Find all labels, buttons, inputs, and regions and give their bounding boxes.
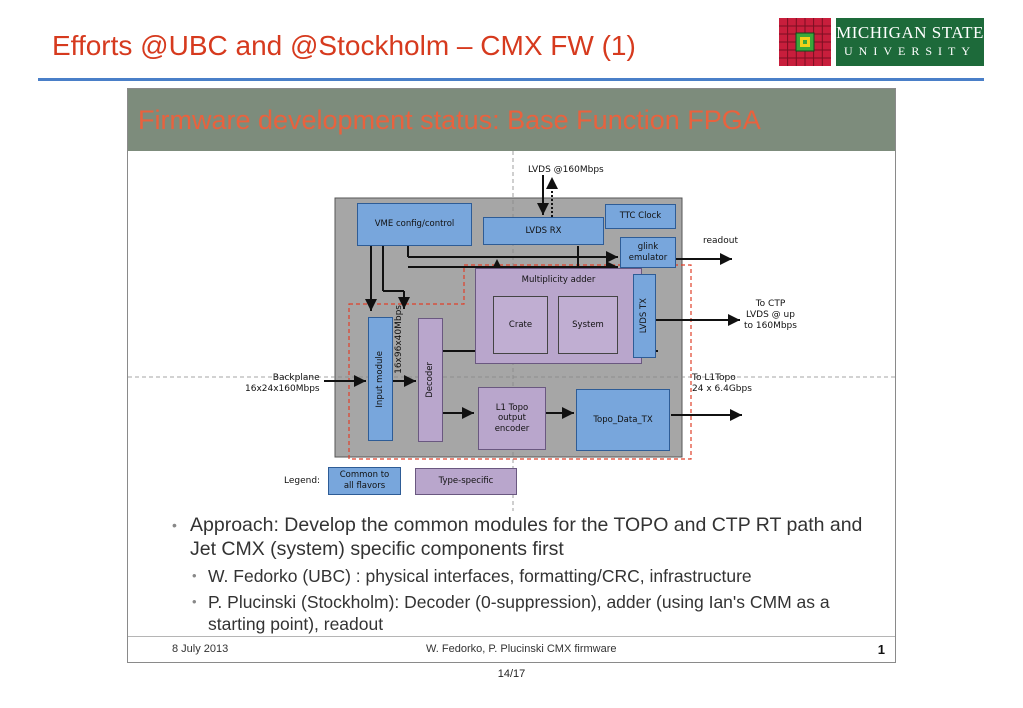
bus-width-label: 16x96x40Mbps (394, 305, 408, 385)
msu-wordmark-logo: MICHIGAN STATE UNIVERSITY (836, 18, 984, 66)
legend-type-specific-swatch: Type-specific (415, 468, 517, 495)
page-number: 14/17 (497, 668, 526, 680)
slide-header: Firmware development status: Base Functi… (128, 89, 895, 151)
type-specific-region (348, 264, 692, 460)
legend-label: Legend: (284, 476, 321, 486)
page-title: Efforts @UBC and @Stockholm – CMX FW (1) (52, 30, 636, 61)
system-block: System (558, 296, 618, 354)
backplane-label: Backplane 16x24x160Mbps (245, 373, 320, 394)
fpga-block-diagram: LVDS @160Mbps VME config/control LVDS RX… (128, 151, 895, 511)
footer-date: 8 July 2013 (172, 643, 229, 655)
embedded-slide: Firmware development status: Base Functi… (127, 88, 896, 663)
glink-emulator-block: glink emulator (620, 237, 676, 268)
lvds-tx-label: LVDS TX (639, 298, 650, 334)
footer-authors: W. Fedorko, P. Plucinski CMX firmware (426, 643, 617, 655)
input-module-label: Input module (375, 350, 386, 408)
to-l1topo-label: To L1Topo 24 x 6.4Gbps (692, 373, 752, 394)
bus-width-text: 16x96x40Mbps (394, 305, 404, 374)
logo-line1: MICHIGAN STATE (836, 23, 984, 42)
lvds-tx-block: LVDS TX (633, 274, 656, 358)
l1topo-encoder-block: L1 Topo output encoder (478, 387, 546, 450)
bullet-fedorko: W. Fedorko (UBC) : physical interfaces, … (172, 565, 872, 587)
legend-common-swatch: Common to all flavors (328, 467, 401, 495)
title-rule (38, 78, 984, 81)
multiplicity-adder-label: Multiplicity adder (521, 275, 596, 285)
msu-seal-logo (779, 18, 831, 66)
slide-number: 1 (877, 642, 885, 657)
lvds-rx-block: LVDS RX (483, 217, 604, 245)
bullet-list: Approach: Develop the common modules for… (172, 513, 872, 635)
topo-data-tx-block: Topo_Data_TX (576, 389, 670, 451)
logo-line2: UNIVERSITY (844, 44, 976, 58)
bullet-plucinski: P. Plucinski (Stockholm): Decoder (0-sup… (172, 591, 872, 635)
decoder-block: Decoder (418, 318, 443, 442)
slide-footer: 8 July 2013 W. Fedorko, P. Plucinski CMX… (128, 636, 895, 662)
decoder-label: Decoder (425, 362, 436, 398)
to-ctp-label: To CTP LVDS @ up to 160Mbps (744, 299, 797, 331)
crate-block: Crate (493, 296, 548, 354)
bullet-approach: Approach: Develop the common modules for… (172, 513, 872, 561)
vme-config-block: VME config/control (357, 203, 472, 246)
slide-title: Firmware development status: Base Functi… (138, 105, 761, 135)
input-module-block: Input module (368, 317, 393, 441)
ttc-clock-block: TTC Clock (605, 204, 676, 229)
readout-label: readout (703, 236, 739, 246)
lvds-input-label: LVDS @160Mbps (528, 165, 604, 175)
